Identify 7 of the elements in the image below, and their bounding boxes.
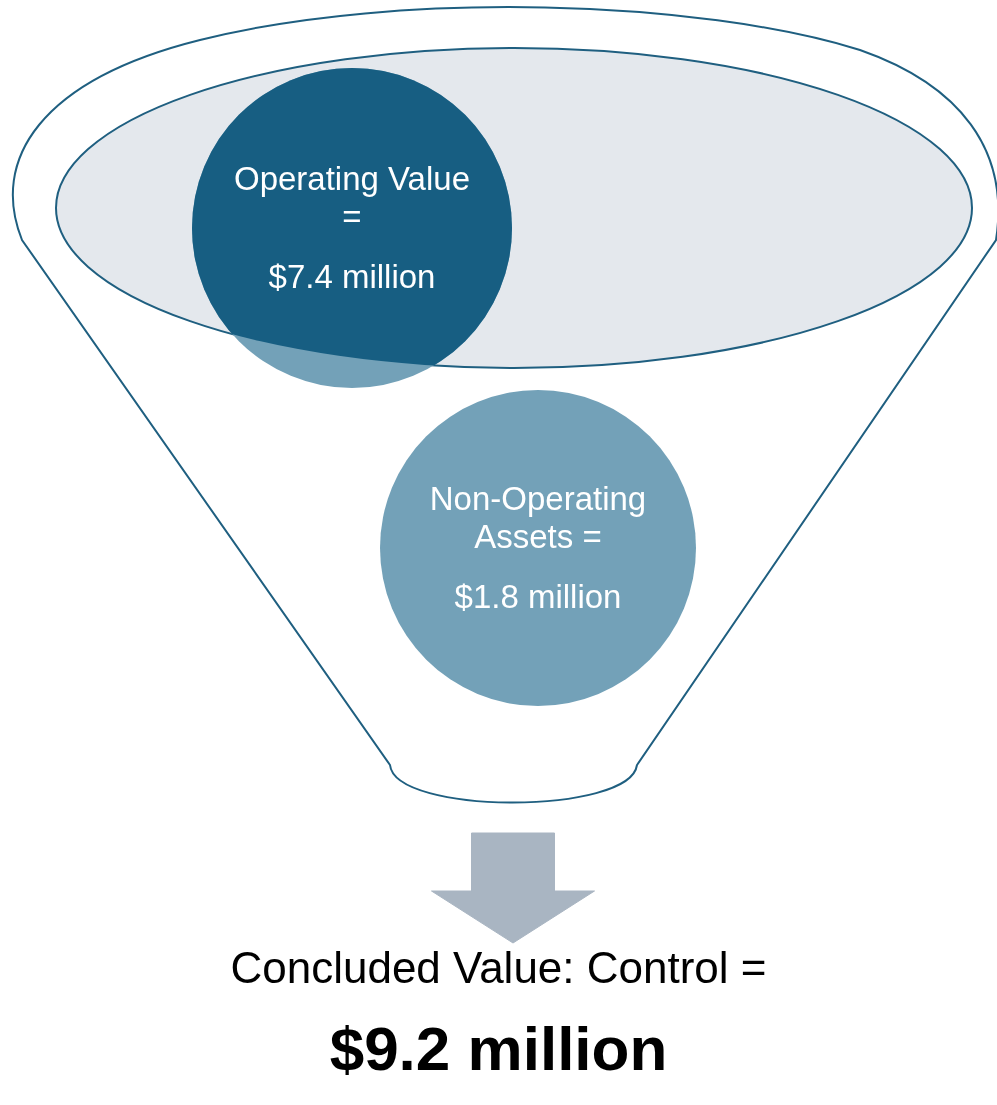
circle-value: $7.4 million	[268, 257, 436, 296]
circle-label: Operating Value =	[232, 160, 471, 236]
result-label: Concluded Value: Control =	[230, 943, 767, 993]
circle-label: Non-Operating Assets =	[428, 480, 648, 556]
block-arrow	[431, 832, 595, 944]
circle-value: $1.8 million	[454, 577, 622, 616]
result-value: $9.2 million	[329, 1013, 668, 1084]
